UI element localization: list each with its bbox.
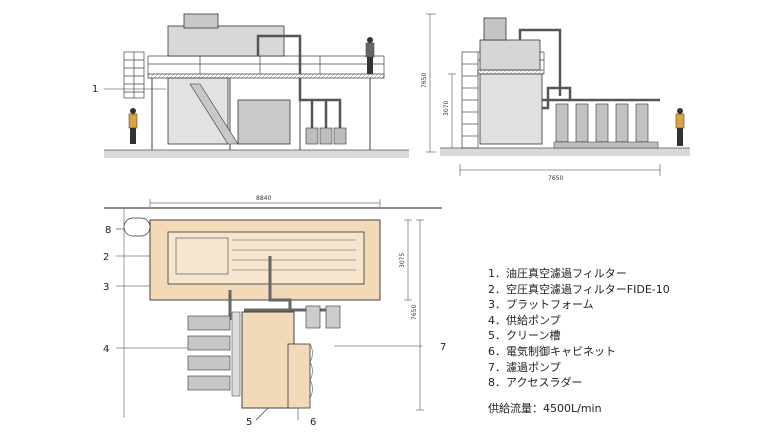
dim-plan-width: 8840 [256, 195, 271, 202]
supply-pumps-plan [187, 315, 231, 391]
callout-2: 2 [103, 252, 109, 263]
ground-front [104, 150, 409, 158]
worker-figure-platform [365, 37, 375, 74]
pump-cluster-front [305, 127, 347, 145]
hydraulic-unit [237, 99, 291, 145]
side-ladder-tower [461, 51, 479, 149]
front-pipes [256, 34, 342, 130]
filtration-pumps-plan [305, 305, 341, 329]
cabinet-door-swings [309, 343, 313, 399]
clean-tank-plan [241, 311, 295, 409]
access-ladder-plan [123, 217, 151, 237]
plan-dimension-right [404, 219, 424, 411]
plan-dimension-top [149, 199, 381, 207]
side-elevation: 7650 3070 7650 [421, 13, 690, 182]
side-pipes [518, 28, 660, 110]
legend-item-1: 1．油圧真空濾過フィルター [488, 267, 627, 280]
worker-figure-right [675, 108, 685, 146]
side-pump-base [553, 141, 659, 149]
side-filter-top [479, 39, 541, 71]
filter-head-plan [175, 237, 229, 275]
callout-1: 1 [92, 84, 98, 95]
legend: 1．油圧真空濾過フィルター 2．空圧真空濾過フィルターFIDE-10 3．プラッ… [488, 266, 670, 391]
callout-7: 7 [440, 342, 446, 353]
front-elevation [104, 13, 409, 158]
control-cabinet-plan [287, 343, 311, 409]
dim-side-inner-height: 3070 [443, 101, 450, 116]
callout-3: 3 [103, 282, 109, 293]
dim-plan-inner-height: 3075 [399, 253, 406, 268]
legend-item-3: 3．プラットフォーム [488, 298, 594, 312]
callout-4: 4 [103, 344, 109, 355]
filter-grid-plan [232, 239, 356, 271]
plan-callout-leaders [116, 228, 422, 421]
legend-item-6: 6．電気制御キャビネット [488, 344, 616, 358]
flow-rate-note: 供給流量：4500L/min [488, 402, 602, 415]
vacuum-filter-top [167, 25, 285, 57]
side-platform [477, 69, 545, 75]
platform-railing [147, 55, 385, 74]
callout-8: 8 [105, 225, 111, 236]
platform-deck [147, 73, 385, 79]
side-filter-motor [483, 17, 507, 41]
ground-side [440, 148, 690, 156]
legend-item-8: 8．アクセスラダー [488, 376, 583, 390]
vacuum-filter-motor [183, 13, 219, 29]
access-ladder-front [123, 51, 145, 99]
legend-item-2: 2．空圧真空濾過フィルターFIDE-10 [488, 282, 670, 296]
legend-item-7: 7．濾過ポンプ [488, 360, 561, 374]
side-pump-row [555, 103, 649, 143]
side-dimension-lines [426, 13, 661, 176]
supply-manifold-plan [231, 311, 241, 397]
plan-view: 8840 3075 7650 [104, 195, 442, 418]
dim-side-width: 7650 [548, 175, 563, 182]
callout-6: 6 [310, 417, 316, 428]
filter-unit-plan [167, 231, 365, 285]
dim-elevation-height: 7650 [421, 73, 428, 88]
worker-figure-left [128, 108, 138, 144]
dim-plan-height: 7650 [411, 305, 418, 320]
callout-5: 5 [246, 417, 252, 428]
legend-item-4: 4．供給ポンプ [488, 313, 561, 327]
side-filter-body [479, 73, 543, 145]
legend-item-5: 5．クリーン槽 [488, 329, 561, 343]
